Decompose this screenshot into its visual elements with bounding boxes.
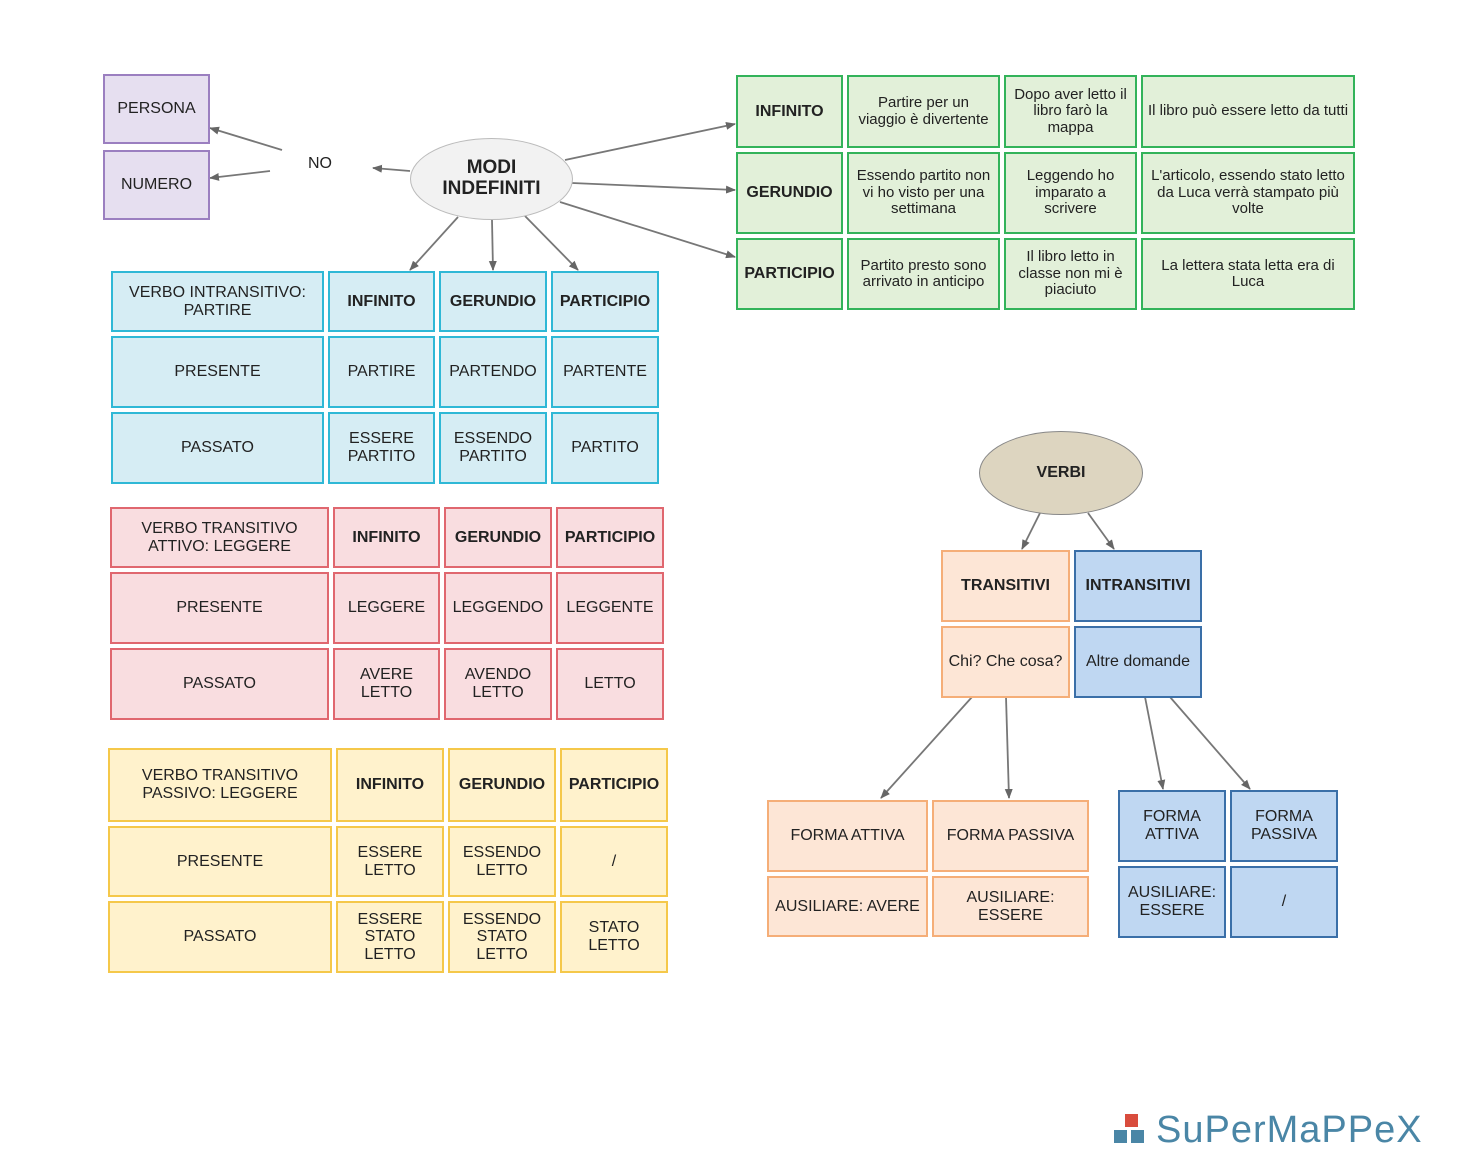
esempi-label-participio: PARTICIPIO (736, 238, 843, 310)
forma-passiva-transitivi: FORMA PASSIVA (932, 800, 1089, 872)
row-label-passato: PASSATO (110, 648, 329, 720)
esempi-cell: La lettera stata letta era di Luca (1141, 238, 1355, 310)
ausiliare-avere: AUSILIARE: AVERE (767, 876, 928, 937)
col-header-infinito: INFINITO (333, 507, 440, 568)
col-header-participio: PARTICIPIO (560, 748, 668, 822)
row-label-presente: PRESENTE (110, 572, 329, 644)
col-header-gerundio: GERUNDIO (439, 271, 547, 332)
arrow-modi-to-participio (559, 201, 736, 259)
numero-box: NUMERO (103, 150, 210, 220)
arrow-verbi-to-intransitivi (1087, 512, 1115, 550)
esempi-cell: L'articolo, essendo stato letto da Luca … (1141, 152, 1355, 234)
table-cell: STATO LETTO (560, 901, 668, 973)
col-header-infinito: INFINITO (336, 748, 444, 822)
table-cell: ESSERE STATO LETTO (336, 901, 444, 973)
col-header-infinito: INFINITO (328, 271, 435, 332)
col-header-participio: PARTICIPIO (556, 507, 664, 568)
table-cell: AVENDO LETTO (444, 648, 552, 720)
table-cell: LEGGERE (333, 572, 440, 644)
arrow-modi-to-table-gerundio (488, 219, 497, 271)
arrow-modi-to-table-infinito (409, 216, 459, 271)
esempi-cell: Essendo partito non vi ho visto per una … (847, 152, 1000, 234)
arrow-altre-to-forma-passiva (1169, 696, 1251, 790)
arrow-no-to-persona (209, 126, 283, 151)
esempi-cell: Dopo aver letto il libro farò la mappa (1004, 75, 1137, 148)
modi-indefiniti-label: MODI INDEFINITI (442, 157, 541, 199)
slash-cell: / (1230, 866, 1338, 938)
passivo-title: VERBO TRANSITIVO PASSIVO: LEGGERE (108, 748, 332, 822)
transitivi-box: TRANSITIVI (941, 550, 1070, 622)
intransitivo-title: VERBO INTRANSITIVO: PARTIRE (111, 271, 324, 332)
table-cell: ESSENDO LETTO (448, 826, 556, 897)
table-cell: LEGGENTE (556, 572, 664, 644)
esempi-cell: Partire per un viaggio è divertente (847, 75, 1000, 148)
ausiliare-essere-intransitivi: AUSILIARE: ESSERE (1118, 866, 1226, 938)
arrow-verbi-to-transitivi (1021, 512, 1041, 550)
forma-attiva-transitivi: FORMA ATTIVA (767, 800, 928, 872)
table-cell: ESSENDO PARTITO (439, 412, 547, 484)
persona-label: PERSONA (117, 100, 196, 118)
attivo-title: VERBO TRANSITIVO ATTIVO: LEGGERE (110, 507, 329, 568)
table-cell: LETTO (556, 648, 664, 720)
arrow-modi-to-gerundio (571, 182, 736, 194)
table-cell: / (560, 826, 668, 897)
esempi-label-infinito: INFINITO (736, 75, 843, 148)
esempi-label-gerundio: GERUNDIO (736, 152, 843, 234)
altre-domande-box: Altre domande (1074, 626, 1202, 698)
forma-attiva-intransitivi: FORMA ATTIVA (1118, 790, 1226, 862)
col-header-gerundio: GERUNDIO (444, 507, 552, 568)
table-cell: PARTENDO (439, 336, 547, 408)
arrow-modi-to-infinito (564, 121, 736, 161)
arrow-modi-to-table-participio (524, 215, 579, 271)
table-cell: ESSERE LETTO (336, 826, 444, 897)
arrow-no-to-numero (209, 170, 271, 181)
arrow-modi-to-no (372, 164, 411, 173)
arrow-chi-to-forma-attiva (880, 696, 973, 799)
col-header-gerundio: GERUNDIO (448, 748, 556, 822)
modi-indefiniti-node: MODI INDEFINITI (410, 138, 573, 220)
arrow-altre-to-forma-attiva (1144, 696, 1166, 790)
arrow-chi-to-forma-passiva (1004, 696, 1013, 799)
table-cell: PARTENTE (551, 336, 659, 408)
supermappex-logo: SuPerMaPPeX (1114, 1108, 1423, 1152)
table-cell: AVERE LETTO (333, 648, 440, 720)
row-label-presente: PRESENTE (108, 826, 332, 897)
table-cell: LEGGENDO (444, 572, 552, 644)
row-label-presente: PRESENTE (111, 336, 324, 408)
row-label-passato: PASSATO (108, 901, 332, 973)
table-cell: PARTIRE (328, 336, 435, 408)
verbi-node: VERBI (979, 431, 1143, 515)
row-label-passato: PASSATO (111, 412, 324, 484)
numero-label: NUMERO (120, 176, 193, 194)
esempi-cell: Leggendo ho imparato a scrivere (1004, 152, 1137, 234)
table-cell: ESSENDO STATO LETTO (448, 901, 556, 973)
esempi-cell: Il libro letto in classe non mi è piaciu… (1004, 238, 1137, 310)
table-cell: PARTITO (551, 412, 659, 484)
forma-passiva-intransitivi: FORMA PASSIVA (1230, 790, 1338, 862)
esempi-cell: Partito presto sono arrivato in anticipo (847, 238, 1000, 310)
logo-icon (1114, 1114, 1148, 1146)
chi-che-cosa-box: Chi? Che cosa? (941, 626, 1070, 698)
ausiliare-essere-transitivi: AUSILIARE: ESSERE (932, 876, 1089, 937)
table-cell: ESSERE PARTITO (328, 412, 435, 484)
no-label: NO (308, 155, 332, 172)
intransitivi-box: INTRANSITIVI (1074, 550, 1202, 622)
persona-box: PERSONA (103, 74, 210, 144)
col-header-participio: PARTICIPIO (551, 271, 659, 332)
logo-text: SuPerMaPPeX (1156, 1108, 1423, 1151)
esempi-cell: Il libro può essere letto da tutti (1141, 75, 1355, 148)
verbi-label: VERBI (1036, 464, 1086, 481)
